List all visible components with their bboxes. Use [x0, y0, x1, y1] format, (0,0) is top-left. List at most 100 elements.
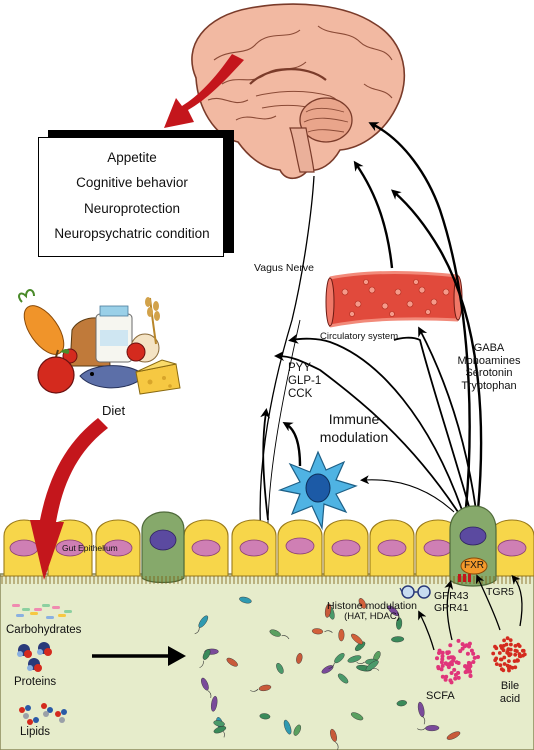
bacterium: [337, 673, 349, 684]
immune-modulation-label: Immune modulation: [312, 410, 396, 446]
effect-appetite: Appetite: [107, 150, 157, 165]
scfa-to-gpr-arrow: [444, 580, 454, 641]
glp1-label: GLP-1: [288, 375, 322, 388]
tryptophan-label: Tryptophan: [461, 379, 517, 392]
vagus-nerve-line: [259, 175, 315, 549]
circulatory-system-label: Circulatory system: [320, 331, 399, 342]
blood-vessel: [325, 271, 463, 328]
bacterium: [226, 657, 238, 667]
carbohydrate-molecules: [12, 604, 72, 619]
bile-to-fxr-arrow: [475, 574, 501, 631]
immune-cell: [277, 450, 358, 531]
bacterium: [338, 628, 345, 642]
microvilli: [1, 576, 531, 584]
bacterium: [365, 660, 379, 672]
bacterium: [417, 725, 440, 732]
bacterium: [201, 677, 212, 698]
scfa-label: SCFA: [426, 690, 455, 702]
gut-to-circulatory-label-arrow: [288, 333, 463, 511]
effect-cognitive-behavior: Cognitive behavior: [76, 175, 188, 190]
gut-to-neuro-arrow: [418, 326, 477, 511]
scfa-to-histone-arrow: [418, 610, 435, 651]
gpr-receptor-labels: GPR43 GPR41: [434, 590, 468, 614]
histone-line2: (HAT, HDAC): [344, 611, 400, 623]
gut-microbiota: [194, 596, 461, 750]
gut-to-brain-arrow-1: [368, 122, 471, 509]
bacterium: [446, 731, 461, 740]
gut-to-hormones-arrow: [274, 351, 459, 513]
bacterium: [347, 655, 362, 663]
gut-to-immune-arrow: [360, 475, 455, 513]
gpr41-label: GPR41: [434, 602, 469, 615]
diet-to-gut-arrow: [30, 418, 108, 580]
serotonin-label: Serotonin: [465, 367, 513, 380]
bacterium: [396, 700, 407, 707]
neurotransmitter-list: GABA Monoamines Serotonin Tryptophan: [444, 342, 534, 393]
fxr-label: FXR: [464, 560, 484, 571]
receptor-glasses-icon: [399, 585, 431, 599]
scfa-cluster: [435, 638, 480, 685]
bacterium: [351, 633, 363, 645]
bacterium: [213, 720, 225, 727]
carbohydrates-label: Carbohydrates: [6, 624, 82, 636]
pyy-label: PYY: [288, 362, 312, 374]
cck-label: CCK: [288, 388, 313, 401]
bacterium: [328, 653, 345, 669]
bile-to-tgr5-arrow: [511, 574, 523, 627]
bacterium: [259, 713, 271, 720]
bacterium: [239, 596, 252, 604]
gpr43-label: GPR43: [434, 590, 469, 602]
diet-illustration: [18, 289, 181, 395]
immune-upward-arrow: [282, 421, 302, 467]
cell-to-hormone-arrow: [260, 408, 271, 521]
bacterium: [417, 701, 426, 725]
bacterium: [210, 695, 218, 712]
gut-epithelium-label: Gut Epithelium: [62, 543, 118, 553]
lipid-molecules: [19, 703, 67, 725]
brain-effects-box: Appetite Cognitive behavior Neuroprotect…: [38, 137, 224, 257]
gut-to-brain-arrow-2: [390, 189, 483, 511]
bacterium: [293, 724, 302, 736]
bile-acid-label: Bile acid: [488, 680, 532, 705]
bacterium: [354, 641, 366, 652]
gut-epithelium-cells: [3, 505, 534, 587]
bacterium: [283, 719, 292, 735]
proteins-label: Proteins: [14, 676, 57, 688]
lipids-label: Lipids: [20, 726, 51, 738]
bacterium: [330, 728, 339, 750]
effect-neuroprotection: Neuroprotection: [83, 201, 181, 216]
bacterium: [391, 636, 405, 643]
immune-label-line2: modulation: [319, 429, 389, 446]
bacterium: [276, 662, 284, 674]
gut-to-circulation-arrow: [393, 336, 471, 511]
vagus-nerve-label: Vagus Nerve: [254, 262, 314, 274]
effect-neuropsychiatric: Neuropsychatric condition: [54, 226, 210, 241]
bacterium: [269, 629, 290, 640]
immune-label-line1: Immune: [328, 411, 380, 427]
bacterium: [350, 712, 364, 721]
histone-modulation-label: Histone modulation (HAT, HDAC): [312, 600, 432, 623]
bile-acid-line1: Bile: [500, 680, 520, 692]
bacterium: [213, 726, 227, 734]
brain-to-effects-arrow: [164, 54, 244, 128]
bacterium: [250, 684, 272, 692]
bacterium: [194, 615, 209, 635]
gut-hormone-list: PYY GLP-1 CCK: [288, 362, 321, 402]
bacterium: [387, 605, 399, 617]
bile-acid-cluster: [491, 636, 527, 673]
bacterium: [358, 598, 367, 609]
bile-acid-line2: acid: [499, 692, 521, 705]
bacterium: [311, 628, 333, 635]
bacterium: [199, 649, 211, 669]
vessel-to-brain-arrow: [353, 160, 394, 269]
protein-molecules: [17, 642, 52, 672]
bacterium: [396, 617, 403, 630]
monoamines-label: Monoamines: [457, 354, 521, 367]
bacterium: [296, 652, 303, 664]
histone-line1: Histone modulation: [327, 600, 417, 612]
tgr5-label: TGR5: [486, 586, 515, 598]
brain: [191, 3, 406, 180]
bacterium: [324, 603, 332, 618]
